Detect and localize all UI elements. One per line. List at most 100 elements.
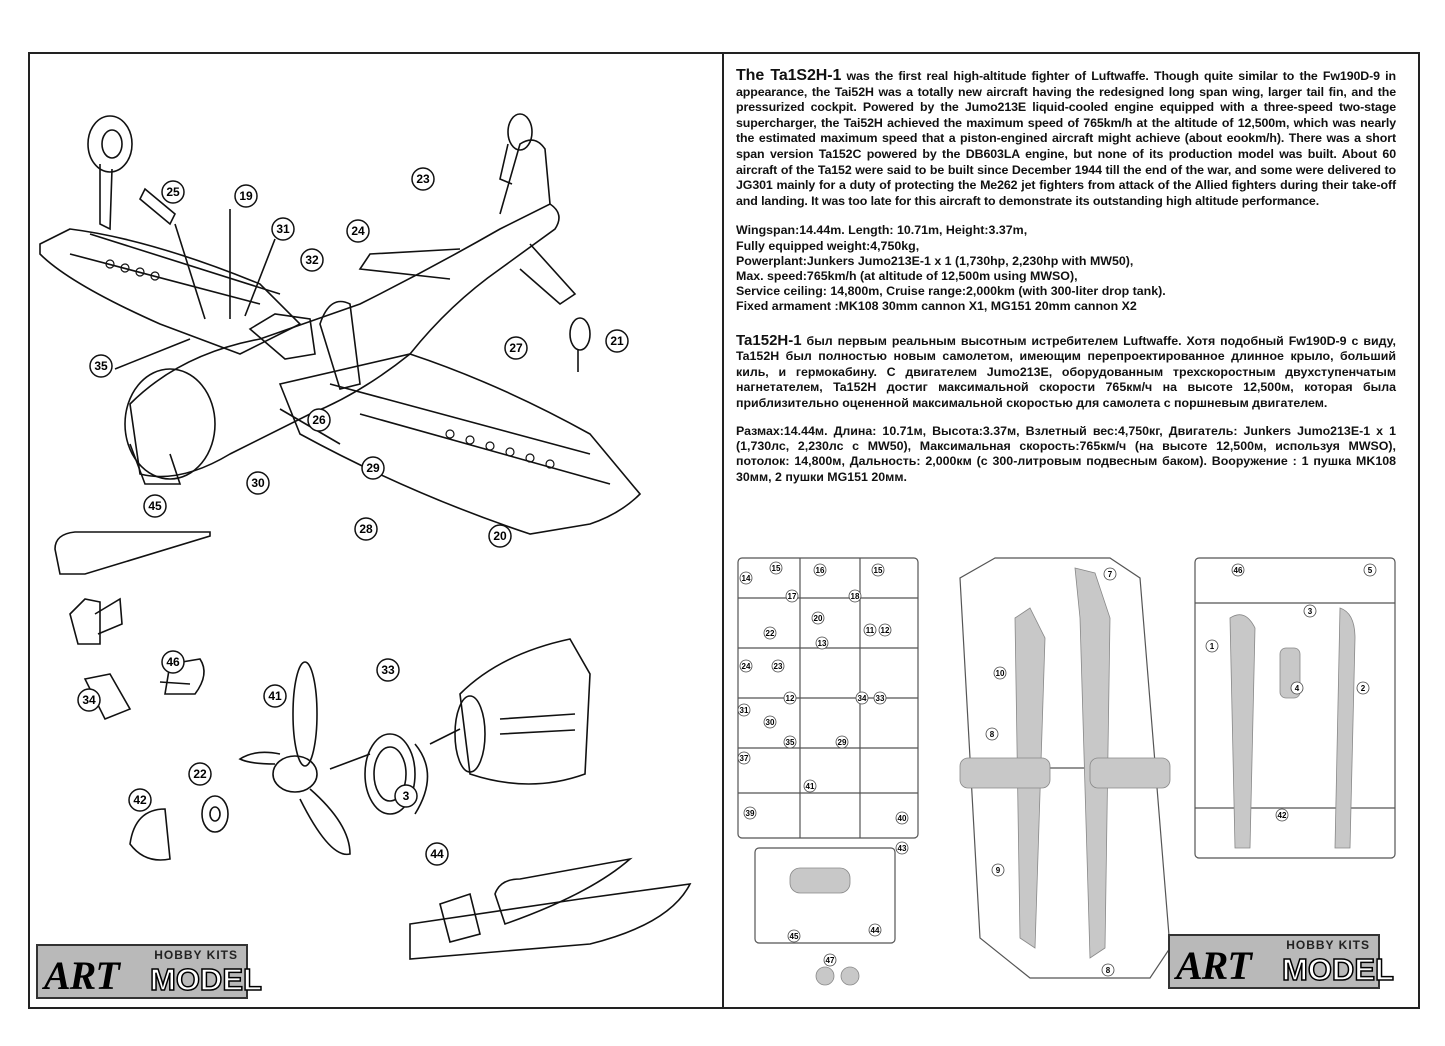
spec-line: Max. speed:765km/h (at altitude of 12,50…: [736, 268, 1078, 283]
spec-line: Wingspan:14.44m. Length: 10.71m, Height:…: [736, 223, 1028, 238]
callout-33: 33: [376, 658, 400, 682]
sprue-num: 1: [1205, 639, 1219, 653]
description-ru: Ta152H-1 был первым реальным высотным ис…: [736, 332, 1396, 412]
svg-text:10: 10: [996, 669, 1005, 678]
callout-24: 24: [346, 219, 370, 243]
sprue-num: 23: [771, 659, 785, 673]
callout-26-label: 26: [312, 413, 326, 427]
svg-text:45: 45: [790, 932, 799, 941]
callout-19: 19: [234, 184, 258, 208]
sprue-num: 20: [811, 611, 825, 625]
callout-42-label: 42: [133, 793, 147, 807]
svg-text:12: 12: [786, 694, 795, 703]
callout-45-label: 45: [148, 499, 162, 513]
svg-text:15: 15: [874, 566, 883, 575]
callout-26: 26: [307, 408, 331, 432]
callout-28-label: 28: [359, 522, 373, 536]
sprue-frames: [737, 557, 1396, 979]
sprue-num: 14: [739, 571, 753, 585]
callout-28: 28: [354, 517, 378, 541]
callout-42: 42: [128, 788, 152, 812]
svg-text:20: 20: [814, 614, 823, 623]
svg-text:17: 17: [788, 592, 797, 601]
logo-hobby-kits: HOBBY KITS: [1286, 938, 1370, 952]
callout-27-label: 27: [509, 341, 523, 355]
svg-text:39: 39: [746, 809, 755, 818]
callout-21: 21: [605, 329, 629, 353]
description-panel: The Ta1S2H-1 was the first real high-alt…: [736, 68, 1396, 497]
sprue-num: 11: [863, 623, 877, 637]
callout-34: 34: [77, 688, 101, 712]
sprue-num: 47: [823, 953, 837, 967]
sprue-num: 5: [1363, 563, 1377, 577]
callout-33-label: 33: [381, 663, 395, 677]
callout-20-label: 20: [493, 529, 507, 543]
svg-text:24: 24: [742, 662, 751, 671]
sprue-num: 13: [815, 636, 829, 650]
svg-text:31: 31: [740, 706, 749, 715]
page-border: [28, 52, 1420, 1009]
callout-3-label: 3: [403, 789, 410, 803]
callout-30: 30: [246, 471, 270, 495]
svg-text:29: 29: [838, 738, 847, 747]
description-en: The Ta1S2H-1 was the first real high-alt…: [736, 68, 1396, 209]
wing-panel-holes: [105, 259, 555, 469]
sprue-num: 4: [1290, 681, 1304, 695]
svg-text:13: 13: [818, 639, 827, 648]
landing-gear-left: [87, 115, 176, 231]
sprue-part-numbers: 14 15 16 15 17 18 20 22 11 12 13 24 23 1…: [737, 561, 1377, 977]
sprue-num: 7: [1103, 567, 1117, 581]
sprue-num: 44: [868, 923, 882, 937]
page-divider: [722, 52, 724, 1009]
spec-line: Service ceiling: 14,800m, Cruise range:2…: [736, 284, 1166, 299]
callout-41-label: 41: [268, 689, 282, 703]
aircraft-outline: [39, 139, 642, 535]
sprue-num: 8: [985, 727, 999, 741]
logo-model: MODEL: [149, 961, 262, 998]
logo-hobby-kits: HOBBY KITS: [154, 948, 238, 962]
art-model-logo-left: HOBBY KITS ART MODEL: [36, 944, 263, 999]
svg-text:47: 47: [826, 956, 835, 965]
callout-23: 23: [411, 167, 435, 191]
sprue-num: 24: [739, 659, 753, 673]
callout-46: 46: [161, 650, 185, 674]
sprue-num: 34: [855, 691, 869, 705]
callout-25-label: 25: [166, 185, 180, 199]
callout-31: 31: [271, 217, 295, 241]
svg-text:8: 8: [1106, 966, 1111, 975]
spec-line: Fully equipped weight:4,750kg,: [736, 238, 920, 253]
sprue-num: 39: [743, 806, 757, 820]
specs-ru: Размах:14.44м. Длина: 10.71м, Высота:3.3…: [736, 423, 1396, 484]
svg-text:34: 34: [858, 694, 867, 703]
canopy-parts: [54, 531, 692, 960]
callout-35: 35: [89, 354, 113, 378]
sprue-num: 46: [1231, 563, 1245, 577]
sprue-num: 42: [1275, 808, 1289, 822]
callout-19-label: 19: [239, 189, 253, 203]
sprue-num: 30: [763, 715, 777, 729]
svg-text:14: 14: [742, 574, 751, 583]
callout-3: 3: [394, 784, 418, 808]
callout-27: 27: [504, 336, 528, 360]
callout-44: 44: [425, 842, 449, 866]
leader-lines: [114, 209, 461, 770]
callout-25: 25: [161, 180, 185, 204]
sprue-num: 3: [1303, 604, 1317, 618]
svg-text:23: 23: [774, 662, 783, 671]
sprue-num: 17: [785, 589, 799, 603]
callout-22: 22: [188, 762, 212, 786]
sprue-num: 22: [763, 626, 777, 640]
callout-21-label: 21: [610, 334, 624, 348]
svg-text:3: 3: [1308, 607, 1313, 616]
sprue-num: 31: [737, 703, 751, 717]
callout-20: 20: [488, 524, 512, 548]
svg-text:16: 16: [816, 566, 825, 575]
assembly-diagram: 25 19 31 32 24 23 35 27 21 26 30 29 28 2…: [39, 113, 692, 960]
svg-text:5: 5: [1368, 566, 1373, 575]
sprue-num: 8: [1101, 963, 1115, 977]
sprue-num: 40: [895, 811, 909, 825]
logo-model: MODEL: [1281, 951, 1394, 988]
svg-text:40: 40: [898, 814, 907, 823]
sprue-num: 15: [769, 561, 783, 575]
landing-gear-right: [499, 113, 591, 372]
